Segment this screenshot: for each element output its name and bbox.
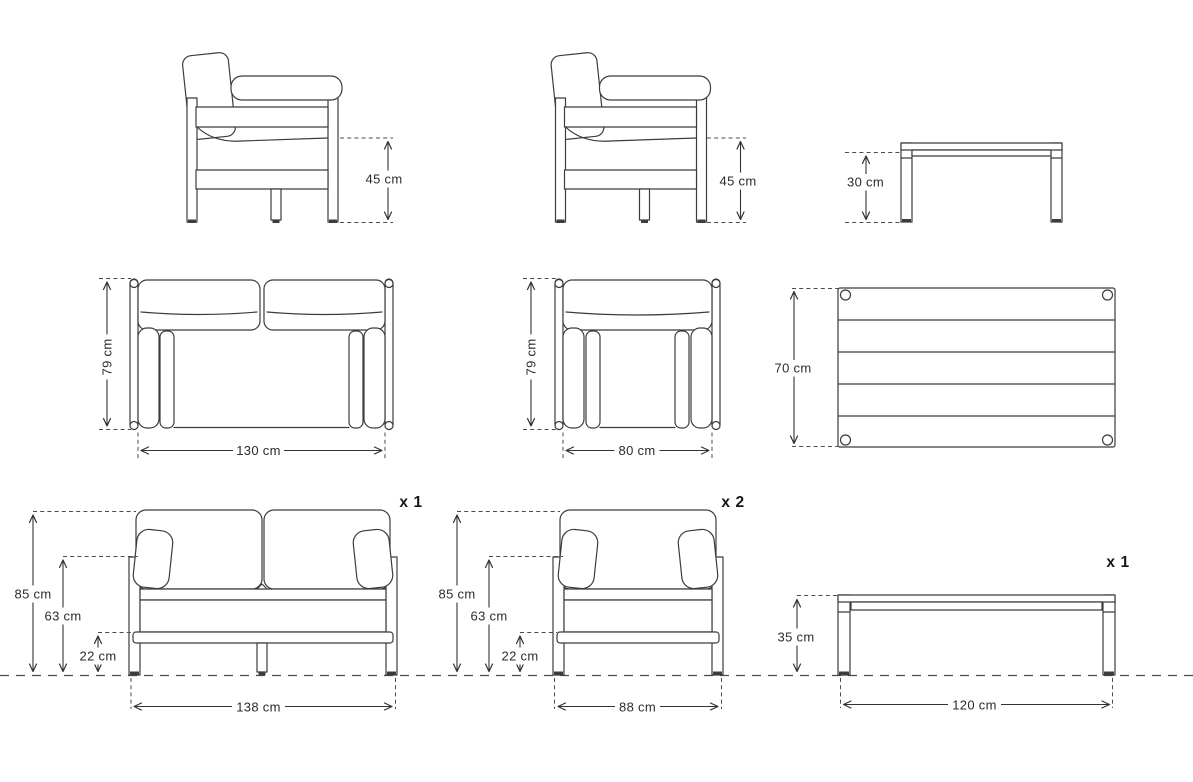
- sofa-front-drawing: [128, 509, 398, 676]
- table-front-drawing: [837, 594, 1116, 676]
- armchair-depth-dimension: 79 cm: [522, 278, 556, 430]
- sofa-top-drawing: [129, 278, 394, 431]
- table-depth-label: 70 cm: [775, 361, 812, 376]
- armchair-front-view: 85 cm 63 cm 22 cm 88 cm x 2: [435, 494, 744, 716]
- armchair-top-drawing: [554, 278, 721, 431]
- sofa-base-height-dimension: 22 cm: [75, 632, 133, 673]
- sofa-depth-dimension: 79 cm: [98, 278, 131, 430]
- sofa-side-drawing: [181, 51, 343, 224]
- table-side-height-label: 30 cm: [847, 175, 884, 190]
- armchair-top-width-label: 80 cm: [619, 443, 656, 458]
- armchair-front-width-label: 88 cm: [619, 700, 656, 715]
- sofa-front-width-dimension: 138 cm: [130, 678, 396, 716]
- sofa-total-height-dimension: 85 cm: [11, 511, 136, 673]
- sofa-top-width-dimension: 130 cm: [137, 432, 386, 461]
- armchair-total-height-label: 85 cm: [439, 587, 476, 602]
- sofa-arm-height-label: 63 cm: [45, 609, 82, 624]
- sofa-total-height-label: 85 cm: [15, 587, 52, 602]
- table-front-view: 35 cm 120 cm x 1: [773, 554, 1129, 714]
- table-front-width-label: 120 cm: [952, 698, 996, 713]
- sofa-seat-height-dimension: 45 cm: [340, 137, 405, 223]
- table-side-drawing: [900, 142, 1063, 223]
- armchair-quantity-label: x 2: [721, 494, 744, 511]
- armchair-seat-height-label: 45 cm: [720, 174, 757, 189]
- armchair-top-width-dimension: 80 cm: [562, 432, 713, 461]
- armchair-arm-height-label: 63 cm: [471, 609, 508, 624]
- sofa-front-view: 85 cm 63 cm 22 cm 138 cm x 1: [11, 494, 422, 716]
- sofa-front-width-label: 138 cm: [236, 700, 280, 715]
- armchair-top-view: 79 cm 80 cm: [522, 278, 721, 461]
- table-depth-dimension: 70 cm: [769, 288, 838, 447]
- sofa-top-view: 79 cm 130 cm: [98, 278, 394, 461]
- table-height-dimension: 30 cm: [843, 152, 901, 223]
- armchair-base-height-label: 22 cm: [502, 649, 539, 664]
- sofa-side-view: 45 cm: [181, 51, 405, 224]
- armchair-seat-height-dimension: 45 cm: [707, 137, 760, 223]
- armchair-arm-height-dimension: 63 cm: [467, 556, 563, 673]
- armchair-front-drawing: [552, 509, 724, 676]
- sofa-quantity-label: x 1: [399, 494, 422, 511]
- armchair-side-view: 45 cm: [549, 51, 760, 224]
- armchair-front-width-dimension: 88 cm: [554, 678, 722, 716]
- table-front-width-dimension: 120 cm: [840, 678, 1113, 714]
- armchair-side-drawing: [549, 51, 712, 224]
- sofa-arm-height-dimension: 63 cm: [41, 556, 138, 673]
- table-front-height-dimension: 35 cm: [773, 595, 838, 673]
- sofa-depth-label: 79 cm: [100, 339, 115, 376]
- sofa-top-width-label: 130 cm: [236, 443, 280, 458]
- table-side-view: 30 cm: [843, 142, 1063, 223]
- table-top-drawing: [837, 287, 1116, 448]
- sofa-base-height-label: 22 cm: [80, 649, 117, 664]
- table-front-height-label: 35 cm: [778, 630, 815, 645]
- table-top-view: 70 cm: [769, 287, 1116, 448]
- table-quantity-label: x 1: [1106, 554, 1129, 571]
- armchair-depth-label: 79 cm: [524, 339, 539, 376]
- sofa-seat-height-label: 45 cm: [366, 172, 403, 187]
- armchair-base-height-dimension: 22 cm: [497, 632, 557, 673]
- armchair-total-height-dimension: 85 cm: [435, 511, 560, 673]
